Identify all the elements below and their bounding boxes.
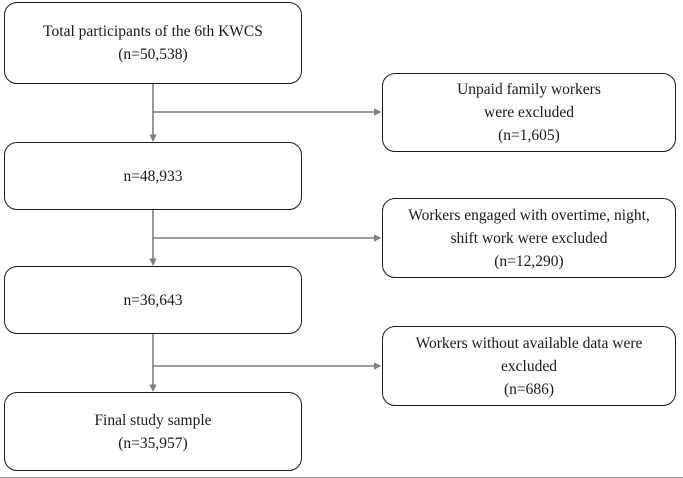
arrow-36643-to-final	[149, 334, 157, 392]
node-line: (n=50,538)	[118, 46, 188, 63]
node-excluded-overtime-night-shift: Workers engaged with overtime, night, sh…	[382, 198, 676, 278]
node-total-participants: Total participants of the 6th KWCS (n=50…	[4, 2, 302, 84]
arrow-branch-overtime-excluded	[153, 234, 382, 242]
arrow-48933-to-36643	[149, 210, 157, 266]
node-line: shift work were excluded	[450, 229, 608, 247]
node-line: n=48,933	[123, 167, 183, 185]
node-line: Unpaid family workers	[457, 81, 601, 98]
node-excluded-without-available-data: Workers without available data were excl…	[382, 326, 676, 406]
node-line: Total participants of the 6th KWCS	[43, 23, 263, 40]
node-final-study-sample: Final study sample (n=35,957)	[4, 392, 302, 471]
node-line: Workers without available data were	[415, 334, 643, 352]
node-line: (n=12,290)	[494, 252, 564, 270]
node-line: Final study sample	[94, 411, 212, 429]
arrow-branch-unpaid-excluded	[153, 108, 382, 116]
node-line: n=36,643	[123, 291, 183, 309]
arrow-branch-no-data-excluded	[153, 362, 382, 370]
node-n-48933: n=48,933	[4, 142, 302, 210]
node-line: (n=35,957)	[118, 434, 188, 452]
arrow-total-to-48933	[149, 84, 157, 142]
node-excluded-unpaid-family-workers: Unpaid family workers were excluded (n=1…	[382, 73, 676, 152]
node-n-36643: n=36,643	[4, 266, 302, 334]
node-line: (n=1,605)	[498, 127, 560, 144]
node-line: (n=686)	[503, 380, 555, 398]
node-line: Workers engaged with overtime, night,	[408, 206, 650, 224]
node-line: excluded	[501, 357, 557, 375]
node-line: were excluded	[484, 104, 574, 121]
